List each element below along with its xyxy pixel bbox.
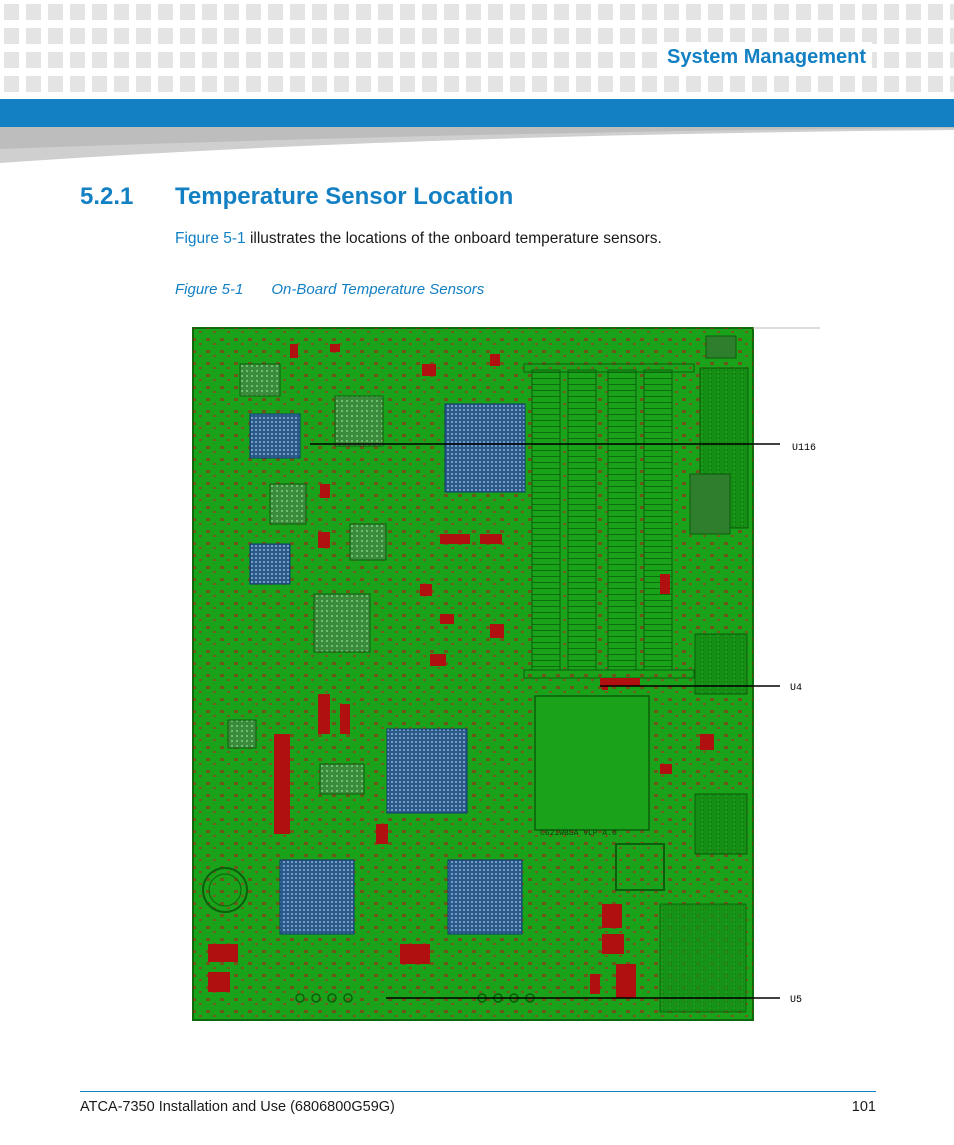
board-marking: C621WBSA VLP A.0 <box>540 829 617 838</box>
callout-lines <box>310 443 780 999</box>
intro-paragraph: Figure 5-1 illustrates the locations of … <box>175 230 662 248</box>
chapter-header-title: System Management <box>661 42 872 72</box>
figure-title: On-Board Temperature Sensors <box>271 281 485 298</box>
callout-u5: U5 <box>790 995 802 1006</box>
figure-caption: Figure 5-1 On-Board Temperature Sensors <box>175 281 484 298</box>
header-blue-bar <box>0 99 954 127</box>
footer-rule <box>80 1091 876 1092</box>
footer-doc-title: ATCA-7350 Installation and Use (6806800G… <box>80 1099 395 1115</box>
footer-page-number: 101 <box>851 1099 876 1115</box>
memory-slots <box>523 363 695 679</box>
figure-label: Figure 5-1 <box>175 281 244 298</box>
heatsink-area <box>534 695 650 831</box>
bga-packages <box>227 363 526 935</box>
edge-connectors <box>689 335 749 855</box>
board-diagram: C621WBSA VLP A.0 <box>192 327 820 1021</box>
section-number: 5.2.1 <box>80 183 134 210</box>
callout-u116: U116 <box>792 443 816 454</box>
components <box>208 344 714 998</box>
header-swoosh <box>0 127 954 163</box>
intro-text: illustrates the locations of the onboard… <box>245 230 662 247</box>
board-figure: C621WBSA VLP A.0 <box>190 324 820 1024</box>
section-title: Temperature Sensor Location <box>175 183 514 210</box>
figure-reference-link[interactable]: Figure 5-1 <box>175 230 246 247</box>
battery-holder <box>202 867 248 913</box>
callout-u4: U4 <box>790 683 802 694</box>
